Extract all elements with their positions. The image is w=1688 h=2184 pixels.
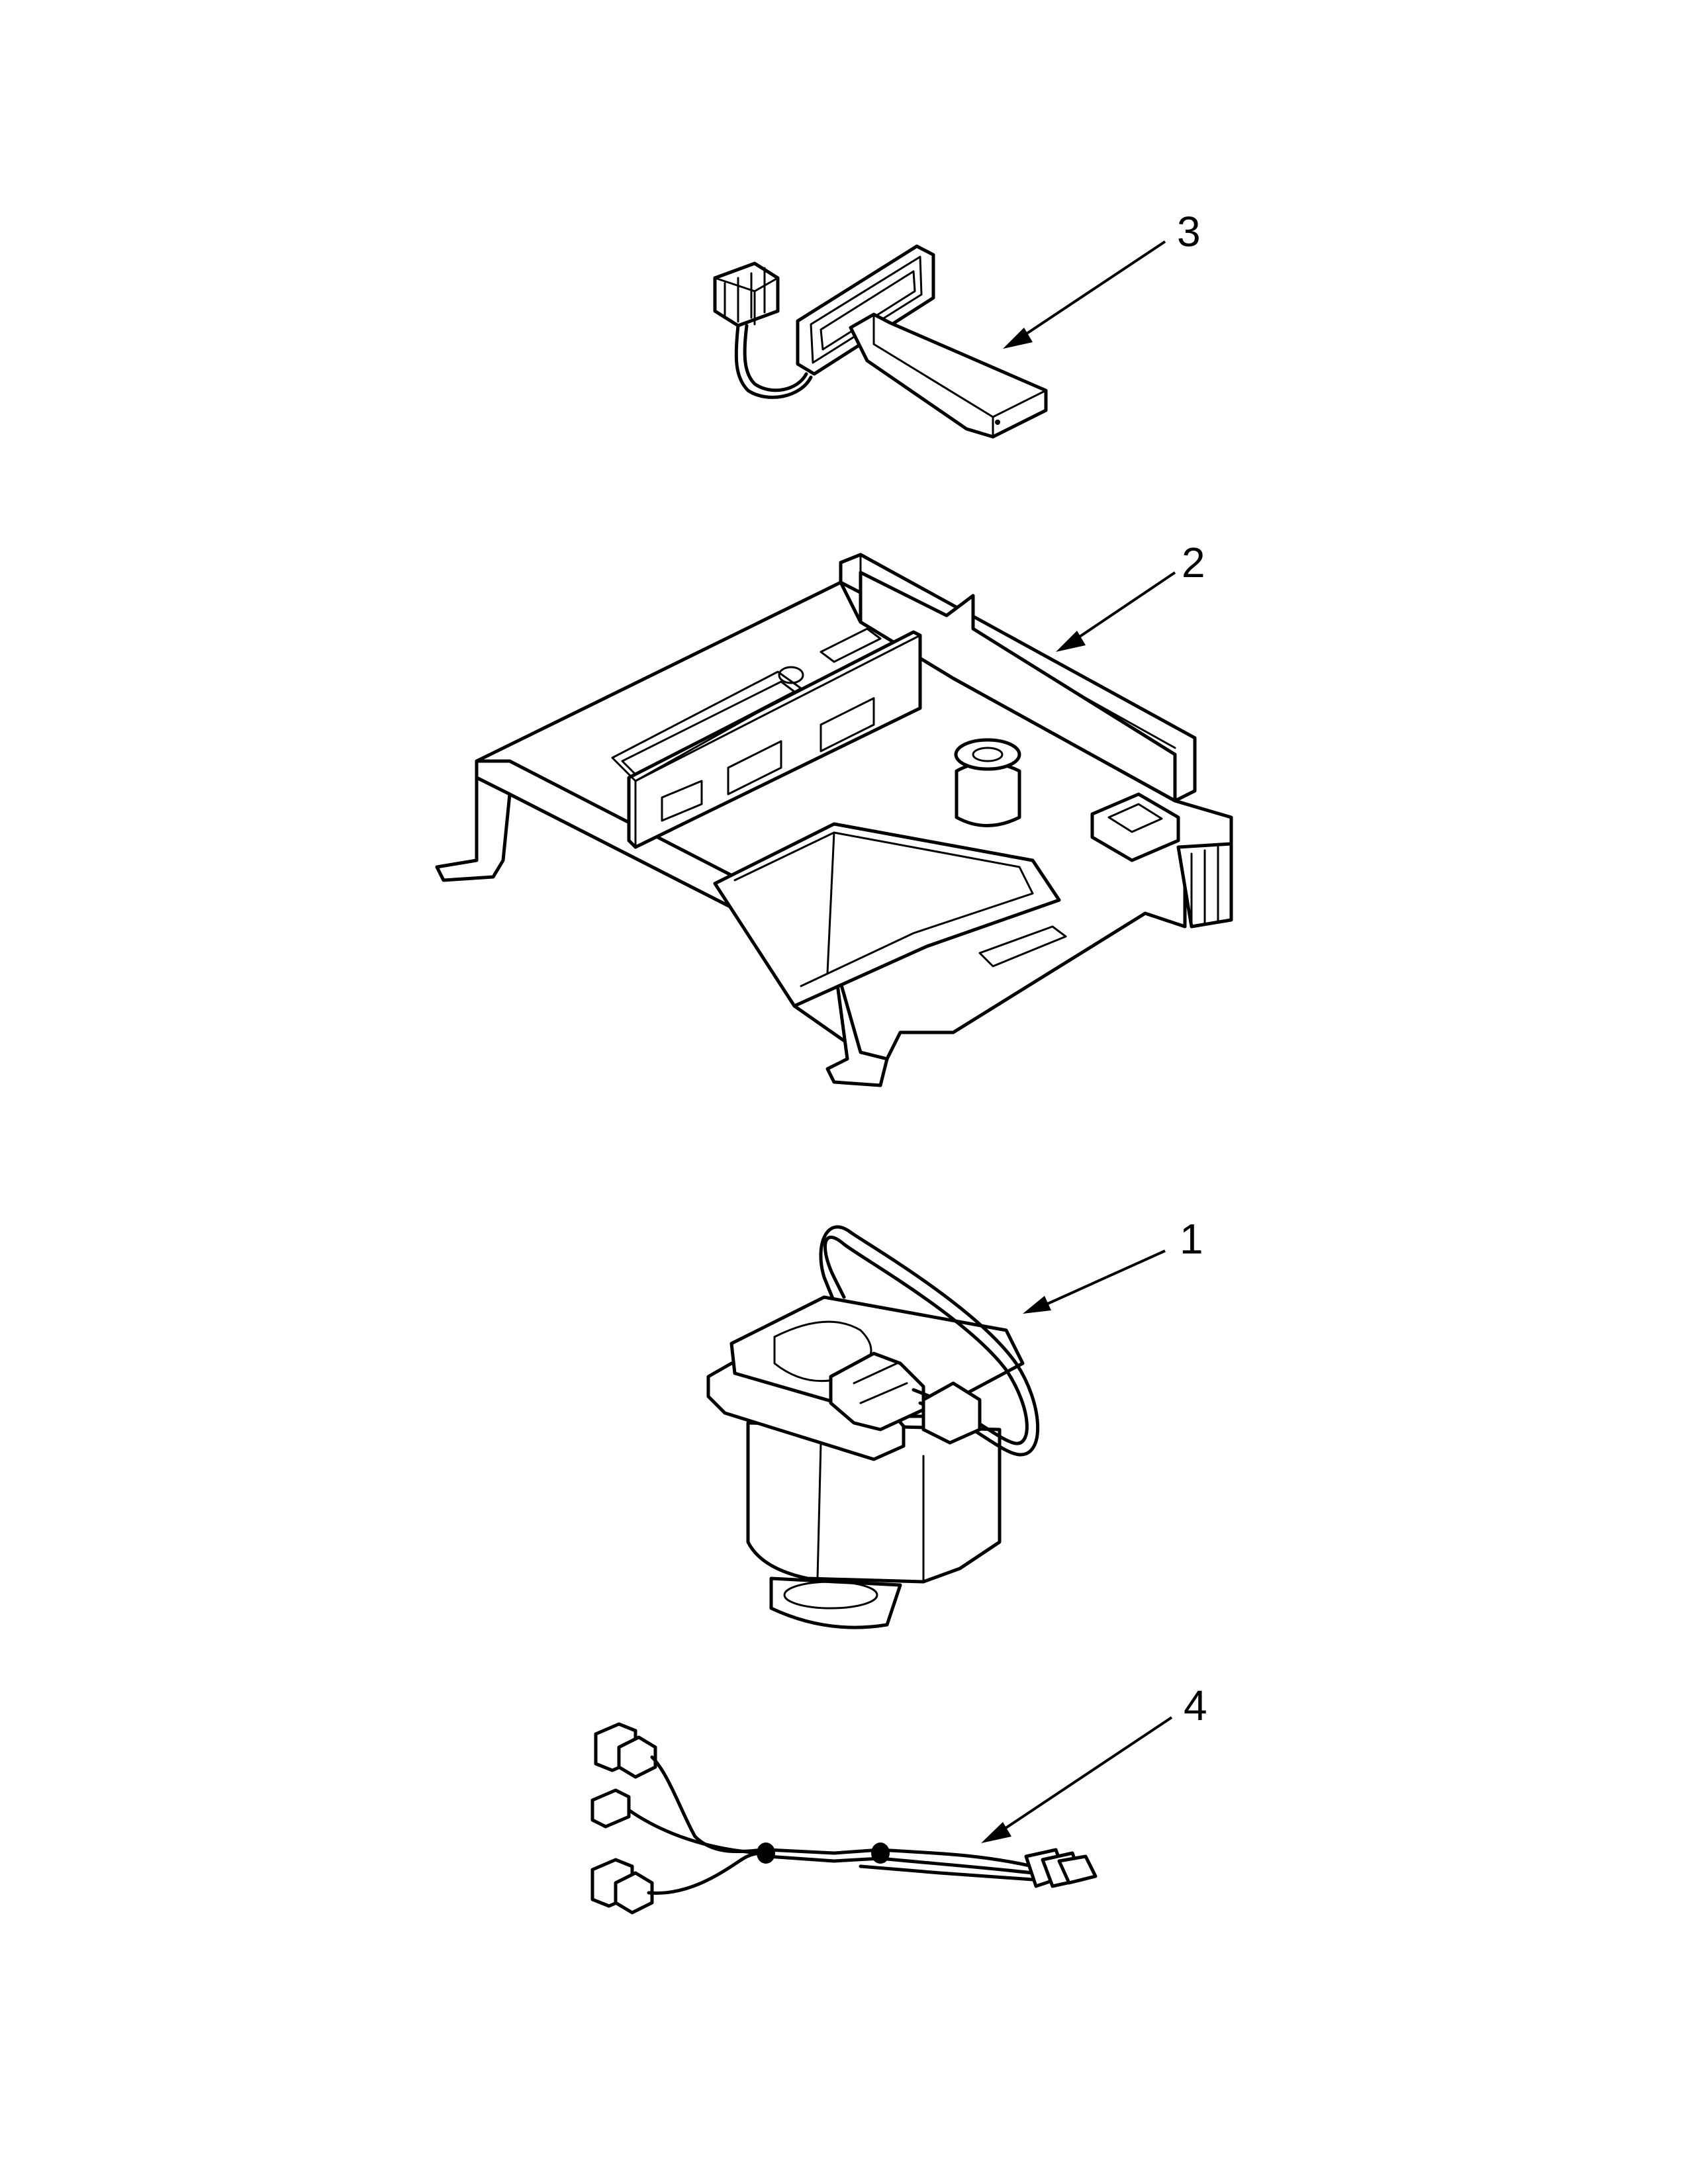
part-1-motor-drawing xyxy=(706,1225,1039,1629)
part-4-harness-drawing xyxy=(590,1722,1098,1915)
part-3-switch-drawing xyxy=(713,244,1048,439)
callout-2: 2 xyxy=(1182,539,1205,586)
leader-arrows xyxy=(981,240,1176,1843)
part-2-housing-drawing xyxy=(435,553,1233,1087)
callout-3: 3 xyxy=(1177,208,1201,255)
callout-1: 1 xyxy=(1180,1215,1203,1263)
callout-4: 4 xyxy=(1184,1682,1207,1729)
